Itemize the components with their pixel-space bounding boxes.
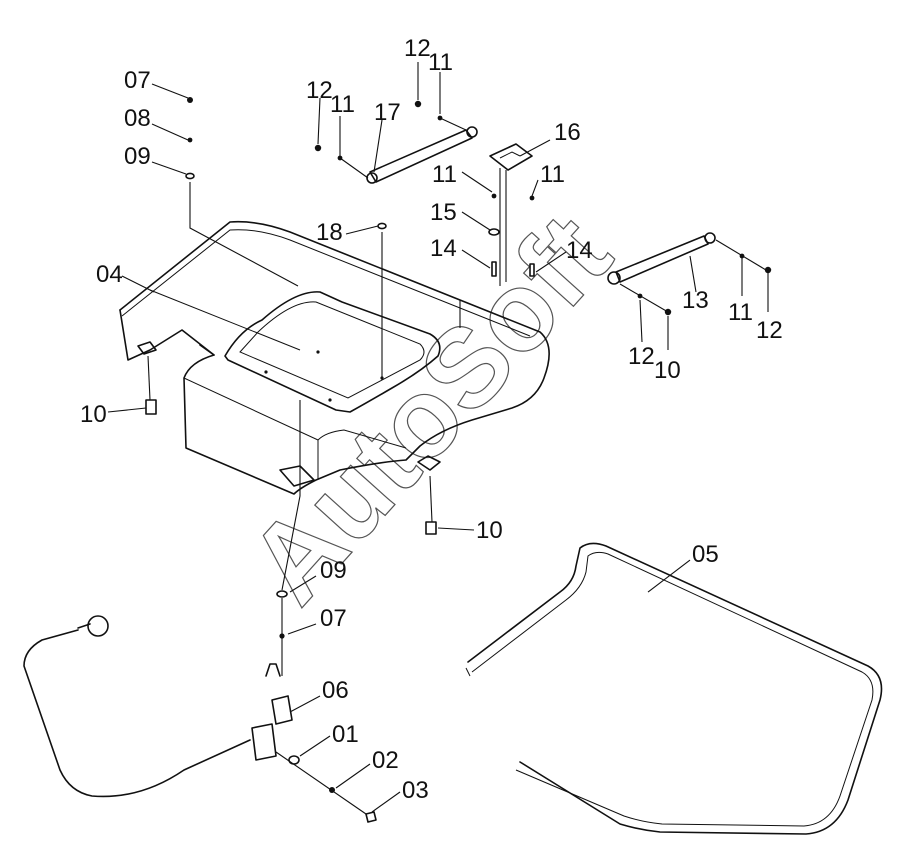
callout-04: 04 bbox=[96, 261, 123, 288]
callout-11-top: 11 bbox=[428, 49, 453, 76]
callout-06: 06 bbox=[322, 677, 349, 704]
gas-strut-13 bbox=[607, 232, 772, 316]
callout-08: 08 bbox=[124, 105, 151, 132]
callout-07-top: 07 bbox=[124, 67, 151, 94]
callout-01: 01 bbox=[332, 721, 359, 748]
callout-14-right: 14 bbox=[566, 237, 593, 264]
callout-05: 05 bbox=[692, 541, 719, 568]
callout-16: 16 bbox=[554, 119, 581, 146]
hood-cover bbox=[119, 220, 550, 495]
seal-strip bbox=[465, 542, 883, 835]
callout-17: 17 bbox=[374, 99, 401, 126]
callout-labels: 07 08 09 04 10 12 11 17 12 11 16 11 11 1… bbox=[80, 35, 783, 804]
callout-09-top: 09 bbox=[124, 143, 151, 170]
callout-11-right: 11 bbox=[540, 161, 565, 188]
gas-strut-17 bbox=[314, 100, 478, 184]
callout-11-center: 11 bbox=[432, 161, 457, 188]
callout-12-far-right: 12 bbox=[756, 317, 783, 344]
callout-09-lower: 09 bbox=[320, 557, 347, 584]
callout-12-strut: 10 bbox=[654, 357, 681, 384]
callout-11-left: 11 bbox=[330, 91, 355, 118]
callout-10-right: 10 bbox=[476, 517, 503, 544]
fasteners bbox=[23, 97, 535, 823]
bracket-16 bbox=[489, 143, 533, 286]
callout-02: 02 bbox=[372, 747, 399, 774]
leader-lines bbox=[107, 62, 769, 813]
callout-12-left: 12 bbox=[306, 77, 333, 104]
callout-14-center: 14 bbox=[430, 235, 457, 262]
callout-10-left: 10 bbox=[80, 401, 107, 428]
callout-11-far-right: 11 bbox=[728, 299, 753, 326]
callout-13: 13 bbox=[682, 287, 709, 314]
callout-18: 18 bbox=[316, 219, 343, 246]
callout-12-top: 12 bbox=[404, 35, 431, 62]
callout-15: 15 bbox=[430, 199, 457, 226]
callout-11-strut: 12 bbox=[628, 343, 655, 370]
callout-03: 03 bbox=[402, 777, 429, 804]
callout-07-lower: 07 bbox=[320, 605, 347, 632]
